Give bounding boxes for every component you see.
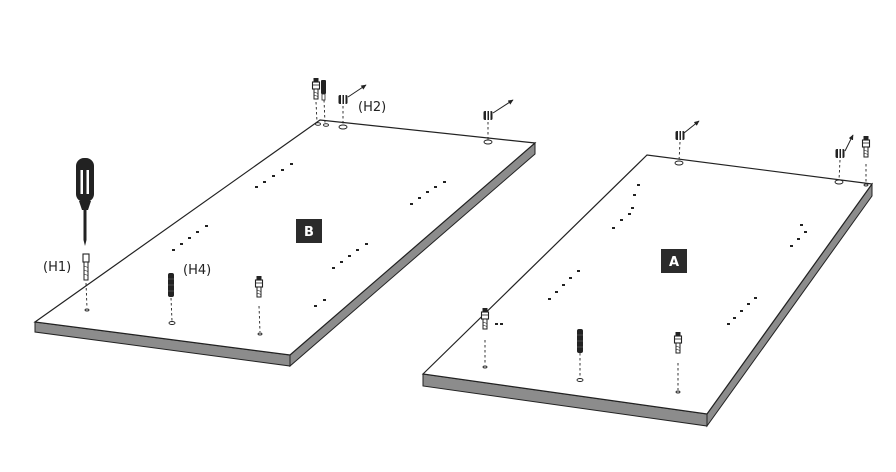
screwdriver-icon xyxy=(76,158,94,246)
panel-b-guides xyxy=(85,99,489,333)
panel-a: A xyxy=(421,120,874,428)
panel-a-top-face xyxy=(421,154,874,415)
label-h2: (H2) xyxy=(358,100,386,115)
wooden-dowel-icon xyxy=(167,272,175,298)
cam-lock-icon xyxy=(338,95,348,104)
panel-b: B (H1) (H2) (H4) xyxy=(33,77,537,368)
direction-arrow-icon xyxy=(844,134,854,152)
cam-bolt-icon xyxy=(861,135,871,158)
cam-bolt-icon xyxy=(82,253,90,281)
cam-lock-icon xyxy=(675,131,685,140)
cam-bolt-icon xyxy=(673,331,683,354)
cam-lock-icon xyxy=(835,149,845,158)
direction-arrow-icon xyxy=(347,84,367,98)
direction-arrow-icon xyxy=(683,120,700,134)
panel-b-badge-text: B xyxy=(304,225,314,240)
cam-bolt-icon xyxy=(254,275,264,298)
cam-bolt-icon xyxy=(480,307,490,330)
panel-a-badge xyxy=(661,249,687,273)
wooden-dowel-icon xyxy=(576,328,584,354)
panel-a-guides xyxy=(484,141,867,390)
cam-bolt-icon xyxy=(321,80,326,101)
cam-lock-icon xyxy=(483,111,493,120)
label-h4: (H4) xyxy=(183,263,211,278)
panel-b-holes xyxy=(172,163,446,307)
label-h1: (H1) xyxy=(43,260,71,275)
cam-bolt-icon xyxy=(311,77,321,100)
panel-b-top-face xyxy=(33,119,537,356)
direction-arrow-icon xyxy=(492,99,514,114)
panel-a-badge-text: A xyxy=(669,255,679,270)
panel-b-fitting-holes xyxy=(84,122,493,336)
panel-b-badge xyxy=(296,219,322,243)
panel-a-holes xyxy=(495,184,807,325)
